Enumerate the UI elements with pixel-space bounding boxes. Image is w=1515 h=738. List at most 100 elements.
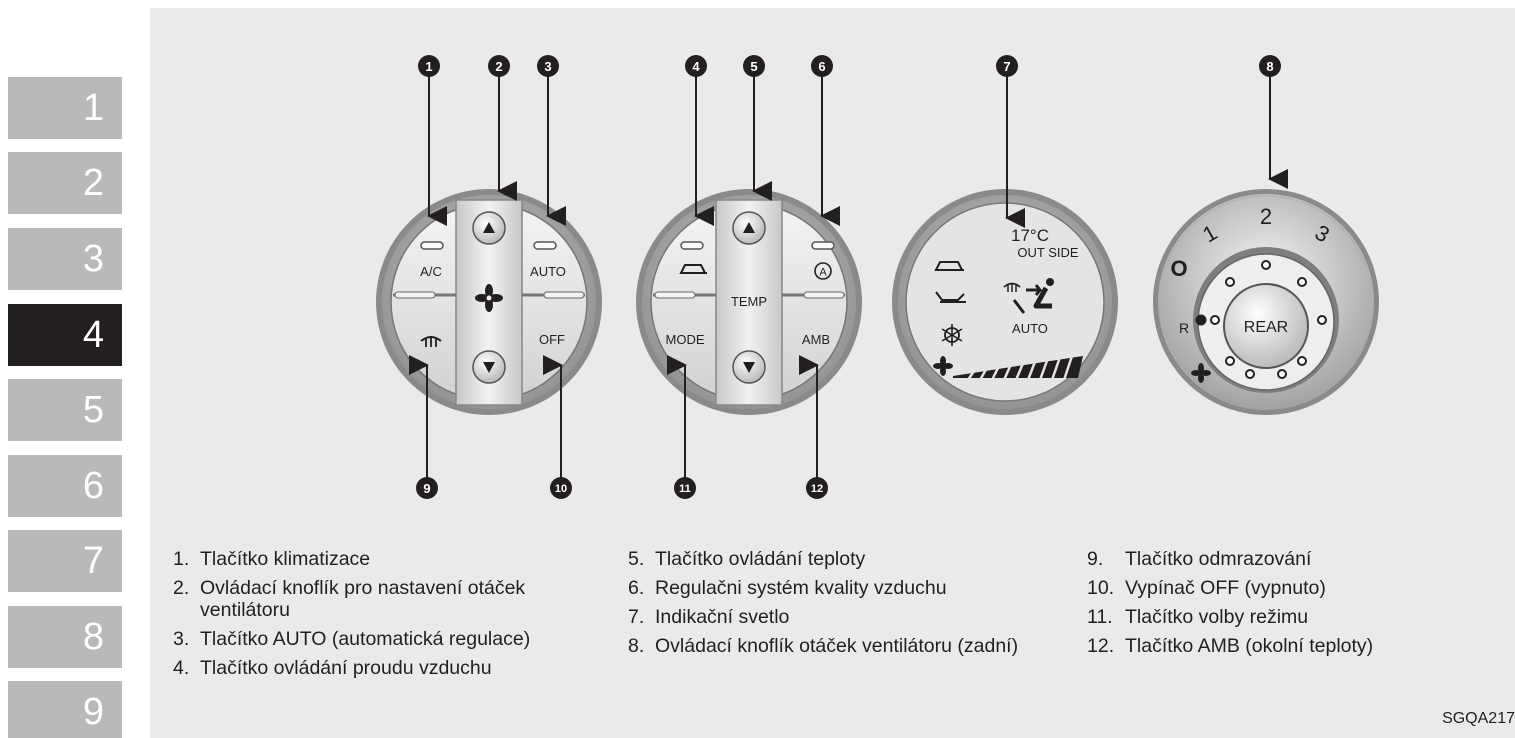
caption-item: 4.Tlačítko ovládání proudu vzduchu (173, 657, 573, 679)
amb-button-label[interactable]: AMB (802, 332, 830, 347)
caption-item: 9. Tlačítko odmrazování (1087, 548, 1507, 570)
display-auto-label: AUTO (1012, 321, 1048, 336)
airflow-indicator-led (680, 241, 704, 250)
caption-item: 3. Tlačítko AUTO (automatická regulace) (173, 628, 573, 650)
chapter-tab-3[interactable]: 3 (8, 228, 122, 290)
caption-text: Tlačítko volby režimu (1125, 606, 1309, 628)
caption-number: 3. (173, 628, 190, 650)
mode-button-label[interactable]: MODE (666, 332, 705, 347)
indicator-display: 17°C OUT SIDE (892, 189, 1118, 415)
callout-5: 5 (750, 59, 757, 74)
vent-icon (934, 261, 964, 271)
ac-button-label[interactable]: A/C (420, 264, 442, 279)
rear-button[interactable] (1223, 283, 1309, 369)
caption-number: 10. (1087, 577, 1115, 599)
fan-icon (1191, 363, 1211, 383)
floor-vent-icon (935, 291, 966, 303)
chapter-tab-7[interactable]: 7 (8, 530, 122, 592)
caption-text: Tlačítko odmrazování (1125, 548, 1312, 570)
callout-4: 4 (692, 59, 700, 74)
caption-text: Vypínač OFF (vypnuto) (1125, 577, 1326, 599)
outside-label: OUT SIDE (1017, 245, 1078, 260)
caption-column-1: 1. Tlačítko klimatizace 2.Ovládací knoflí… (173, 548, 573, 686)
caption-item: 2.Ovládací knoflík pro nastavení otáček … (173, 577, 573, 621)
caption-number: 12. (1087, 635, 1115, 657)
caption-number: 9. (1087, 548, 1104, 570)
climate-control-illustration: A/C AUTO OFF (376, 55, 1379, 499)
caption-item: 6.Regulačni systém kvality vzduchu (628, 577, 1048, 599)
callout-badge (811, 55, 833, 77)
callout-10: 10 (555, 483, 567, 495)
callout-badge (674, 477, 696, 499)
caption-number: 2. (173, 577, 190, 599)
defrost-icon (1003, 282, 1021, 292)
snowflake-icon (941, 324, 963, 346)
fan-speed-bar (953, 355, 1083, 381)
svg-text:A: A (819, 267, 827, 279)
callout-2: 2 (495, 59, 502, 74)
chapter-tab-9[interactable]: 9 (8, 681, 122, 738)
callout-11: 11 (679, 483, 691, 495)
chapter-tab-6[interactable]: 6 (8, 455, 122, 517)
seat-icon (1033, 278, 1054, 309)
caption-text: Regulačni systém kvality vzduchu (655, 577, 947, 599)
defrost-icon[interactable] (420, 336, 442, 347)
callout-7: 7 (1003, 59, 1010, 74)
caption-text: Tlačítko AMB (okolní teploty) (1125, 635, 1374, 657)
rear-button-label[interactable]: REAR (1244, 319, 1288, 336)
ac-indicator-led (420, 241, 444, 250)
chapter-tab-2[interactable]: 2 (8, 152, 122, 214)
speed-2-label: 2 (1260, 204, 1272, 229)
fan-icon (475, 284, 503, 312)
left-control-panel: A/C AUTO OFF (376, 189, 602, 415)
caption-item: 7.Indikační svetlo (628, 606, 1048, 628)
callout-3: 3 (544, 59, 551, 74)
caption-number: 7. (628, 606, 645, 628)
caption-number: 1. (173, 548, 190, 570)
caption-number: 5. (628, 548, 645, 570)
callout-badge (996, 55, 1018, 77)
off-button-label[interactable]: OFF (539, 332, 565, 347)
airflow-arrow-icon (1026, 284, 1044, 296)
callout-badge (537, 55, 559, 77)
temp-label: TEMP (731, 294, 767, 309)
caption-text: Tlačítko ovládání teploty (655, 548, 866, 570)
vent-icon[interactable] (679, 264, 707, 274)
caption-column-2: 5. Tlačítko ovládání teploty 6.Regulačni … (628, 548, 1048, 664)
caption-number: 8. (628, 635, 645, 657)
figure-reference-code: SGQA217 (1442, 710, 1515, 727)
recirculation-label: R (1179, 320, 1189, 336)
callout-lines (409, 76, 1288, 478)
air-recirculation-icon[interactable]: A (814, 262, 832, 280)
callout-1: 1 (425, 59, 432, 74)
callout-8: 8 (1266, 59, 1273, 74)
auto-button-label[interactable]: AUTO (530, 264, 566, 279)
outside-temperature: 17°C (1011, 226, 1049, 245)
recirculation-indicator (1195, 314, 1207, 326)
arrow-up-icon (483, 222, 495, 233)
caption-item: 10. Vypínač OFF (vypnuto) (1087, 577, 1507, 599)
caption-item: 1. Tlačítko klimatizace (173, 548, 573, 570)
caption-text: Ovládací knoflík otáček ventilátoru (zad… (655, 635, 1019, 657)
fan-icon (933, 356, 953, 376)
chapter-tab-1[interactable]: 1 (8, 77, 122, 139)
rear-fan-knob: REAR R O 1 2 3 (1153, 189, 1379, 415)
caption-item: 11.Tlačítko volby režimu (1087, 606, 1507, 628)
caption-item: 5. Tlačítko ovládání teploty (628, 548, 1048, 570)
caption-text: Tlačítko klimatizace (200, 548, 371, 570)
callout-badge (1259, 55, 1281, 77)
chapter-tab-5[interactable]: 5 (8, 379, 122, 441)
callout-badge (488, 55, 510, 77)
chapter-tab-4[interactable]: 4 (8, 304, 122, 366)
arrow-up-icon (743, 222, 755, 233)
caption-text: Tlačítko AUTO (automatická regulace) (200, 628, 531, 650)
airflow-arrow-icon (1012, 299, 1026, 314)
callout-badge (806, 477, 828, 499)
air-quality-indicator-led (811, 241, 835, 250)
callout-9: 9 (423, 481, 430, 496)
dial-position-dots (1210, 260, 1327, 379)
callout-badge (416, 477, 438, 499)
auto-indicator-led (533, 241, 557, 250)
chapter-tab-8[interactable]: 8 (8, 606, 122, 668)
arrow-down-icon (743, 362, 755, 373)
